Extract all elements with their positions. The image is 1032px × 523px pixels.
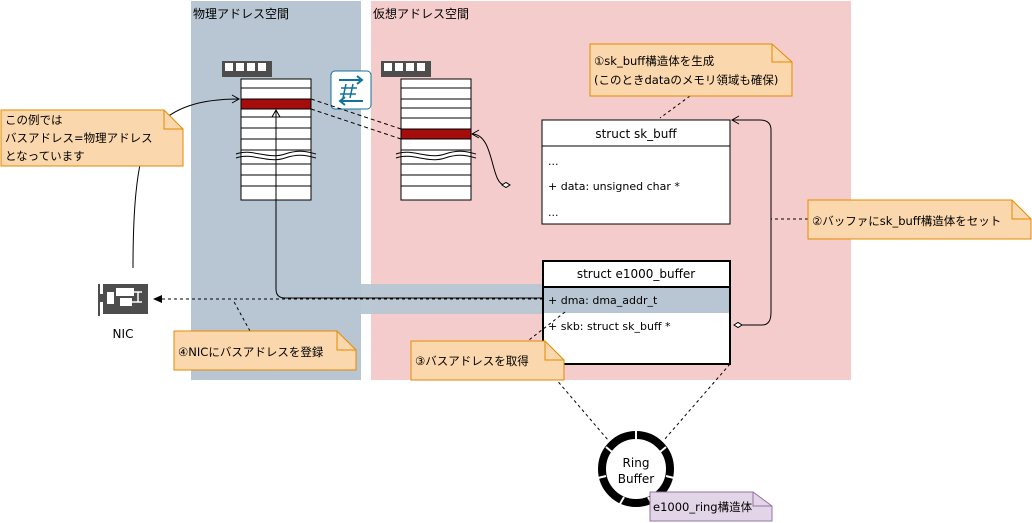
note-step3: ③バスアドレスを取得 xyxy=(410,340,565,381)
note-text: ①sk_buff構造体を生成 xyxy=(594,54,715,68)
e1000-buffer-title: struct e1000_buffer xyxy=(577,267,695,281)
sk-buff-struct: struct sk_buff ... + data: unsigned char… xyxy=(541,119,731,225)
network-card-icon xyxy=(98,284,148,316)
physical-buffer-row xyxy=(240,98,312,110)
nic-label: NIC xyxy=(113,327,134,341)
note-text: この例では xyxy=(5,113,63,127)
physical-region-label: 物理アドレス空間 xyxy=(193,7,289,21)
note-step2: ②バッファにsk_buff構造体をセット xyxy=(807,199,1032,240)
e1000-buffer-dma-field: + dma: dma_addr_t xyxy=(548,294,658,307)
memory-chip-icon xyxy=(222,61,272,77)
note-text: ④NICにバスアドレスを登録 xyxy=(178,345,324,359)
note-ring-struct: e1000_ring構造体 xyxy=(649,491,773,522)
note-text: (このときdataのメモリ領域も確保) xyxy=(594,73,778,87)
e1000-buffer-skb-field: + skb: struct sk_buff * xyxy=(548,320,671,333)
note-text: バスアドレス=物理アドレス xyxy=(5,131,153,145)
sk-buff-data-field: + data: unsigned char * xyxy=(548,180,680,193)
virtual-memory-table xyxy=(395,78,477,201)
sk-buff-row: ... xyxy=(548,155,559,168)
sk-buff-row: ... xyxy=(548,206,559,219)
virtual-region-label: 仮想アドレス空間 xyxy=(373,6,469,21)
ring-label: Ring xyxy=(623,456,650,470)
note-step1: ①sk_buff構造体を生成 (このときdataのメモリ領域も確保) xyxy=(589,43,793,97)
sk-buff-title: struct sk_buff xyxy=(595,127,677,141)
note-text: となっています xyxy=(5,149,85,163)
ring-label: Buffer xyxy=(618,472,654,486)
note-text: e1000_ring構造体 xyxy=(653,500,753,514)
e1000-buffer-struct: struct e1000_buffer + dma: dma_addr_t + … xyxy=(542,260,731,365)
note-step4: ④NICにバスアドレスを登録 xyxy=(173,330,357,371)
note-text: ③バスアドレスを取得 xyxy=(415,354,529,368)
hash-arrows-icon xyxy=(330,70,372,110)
note-bus-address: この例では バスアドレス=物理アドレス となっています xyxy=(0,109,184,167)
memory-chip-icon xyxy=(381,61,431,77)
virtual-buffer-row xyxy=(400,128,472,140)
note-text: ②バッファにsk_buff構造体をセット xyxy=(812,214,1001,228)
ring-buffer: Ring Buffer xyxy=(597,431,675,507)
